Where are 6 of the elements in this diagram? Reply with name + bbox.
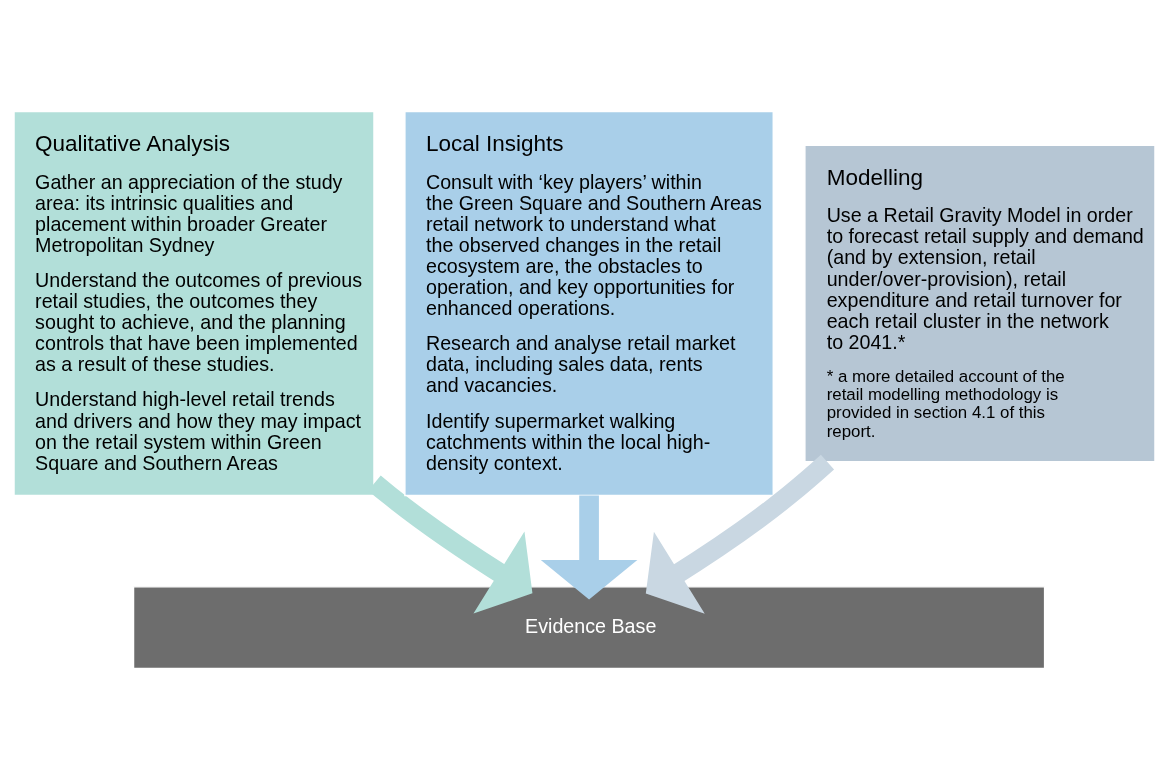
node-box: Local Insights Consult with ‘key players’ within the Green Square and Southern Areas retail network to understand what the observed changes in the retail ecosystem are, the obstacles to operation, and key opportunities for enhanced operations. Research and analyse retail market data, including sales data, rents and vacancies. Identify supermarket walking catchments within the local high-density context. [404, 110, 774, 497]
arrow [540, 495, 638, 600]
arrow [645, 454, 835, 614]
node-box: Modelling Use a Retail Gravity Model in order to forecast retail supply and demand (and by extension, retail under/over-provision), retail expenditure and retail turnover for each retail cluster in the network to 2041.* * a more detailed account of the retail modelling methodology is provided in section 4.1 of this report. [804, 144, 1156, 463]
node-box: Qualitative Analysis Gather an appreciation of the study area: its intrinsic qualities and placement within broader Greater Metropolitan Sydney Understand the outcomes of previous retail studies, the outcomes they sought to achieve, and the planning controls that have been implemented as a result of these studies. Understand high-level retail trends and drivers and how they may impact on the retail system within Green Square and Southern Areas [13, 110, 375, 497]
node-box: Evidence Base [132, 586, 1046, 670]
